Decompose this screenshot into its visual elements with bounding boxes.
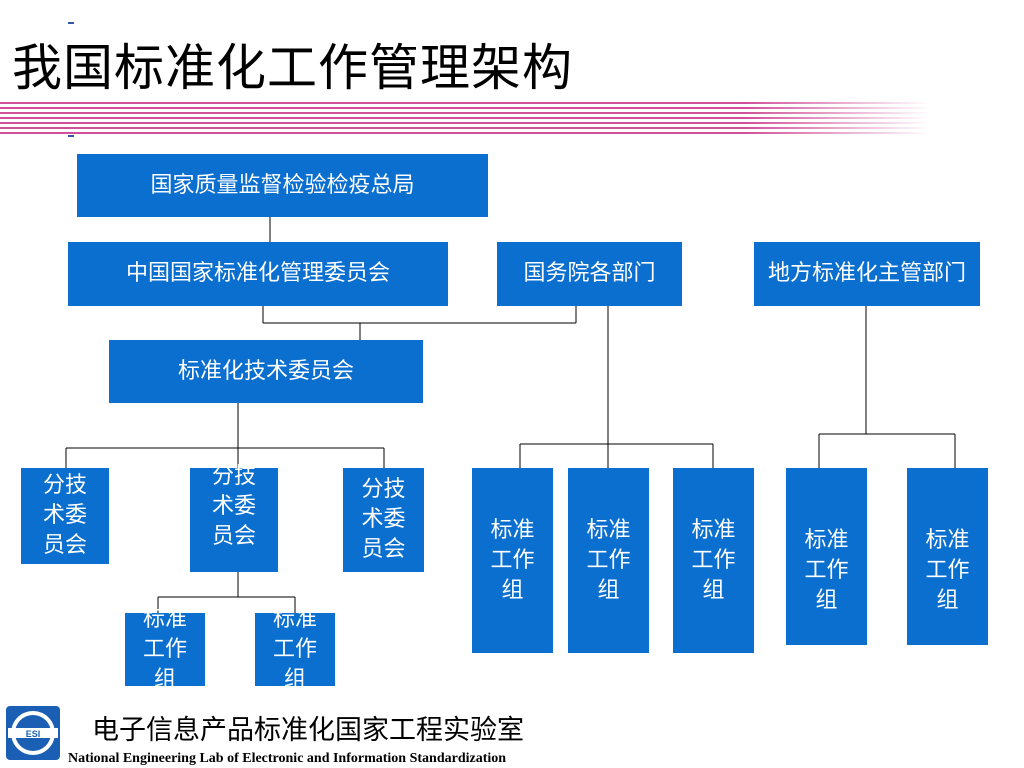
- node-subcommittee-1: 分技术委员会: [21, 468, 109, 564]
- node-wg-local-1-label: 标准工作组: [804, 528, 849, 613]
- node-sc2-label: 分技术委员会: [211, 464, 256, 549]
- node-aqsiq-label: 国家质量监督检验检疫总局: [150, 172, 415, 198]
- node-wg-dept-1-label: 标准工作组: [490, 517, 535, 603]
- node-wg-sc-b: 标准工作组: [255, 607, 335, 692]
- node-sc1-label: 分技术委员会: [42, 473, 87, 558]
- decorative-tick: [68, 22, 74, 24]
- page-title: 我国标准化工作管理架构: [12, 39, 573, 97]
- node-wg-dept-2: 标准工作组: [568, 468, 649, 653]
- node-wg-local-1: 标准工作组: [786, 468, 867, 645]
- decorative-stripes: [0, 102, 930, 134]
- node-wg-sc-b-label: 标准工作组: [272, 606, 317, 692]
- node-wg-dept-2-label: 标准工作组: [586, 517, 631, 603]
- footer-lab-name-en: National Engineering Lab of Electronic a…: [68, 751, 507, 766]
- node-wg-local-2: 标准工作组: [907, 468, 988, 645]
- node-state-council-departments: 国务院各部门: [497, 242, 682, 306]
- decorative-tick: [68, 135, 74, 137]
- node-wg-dept-3-label: 标准工作组: [691, 517, 736, 603]
- node-sac: 中国国家标准化管理委员会: [68, 242, 448, 306]
- node-wg-sc-a-label: 标准工作组: [142, 606, 187, 692]
- node-subcommittee-3: 分技术委员会: [343, 468, 424, 572]
- node-sac-label: 中国国家标准化管理委员会: [125, 261, 390, 286]
- node-state-council-label: 国务院各部门: [523, 261, 656, 286]
- node-technical-committee: 标准化技术委员会: [109, 340, 423, 403]
- node-aqsiq: 国家质量监督检验检疫总局: [77, 154, 488, 217]
- esi-logo-icon: ESI: [6, 706, 60, 760]
- node-wg-dept-1: 标准工作组: [472, 468, 553, 653]
- node-wg-dept-3: 标准工作组: [673, 468, 754, 653]
- node-wg-local-2-label: 标准工作组: [925, 528, 970, 613]
- svg-text:ESI: ESI: [26, 729, 41, 739]
- node-subcommittee-2: 分技术委员会: [190, 464, 278, 572]
- node-local-label: 地方标准化主管部门: [767, 261, 966, 286]
- node-wg-sc-a: 标准工作组: [125, 607, 205, 692]
- node-local-authorities: 地方标准化主管部门: [754, 242, 980, 306]
- footer-lab-name-cn: 电子信息产品标准化国家工程实验室: [92, 715, 524, 746]
- node-sc3-label: 分技术委员会: [361, 477, 406, 562]
- node-tc-label: 标准化技术委员会: [177, 358, 354, 384]
